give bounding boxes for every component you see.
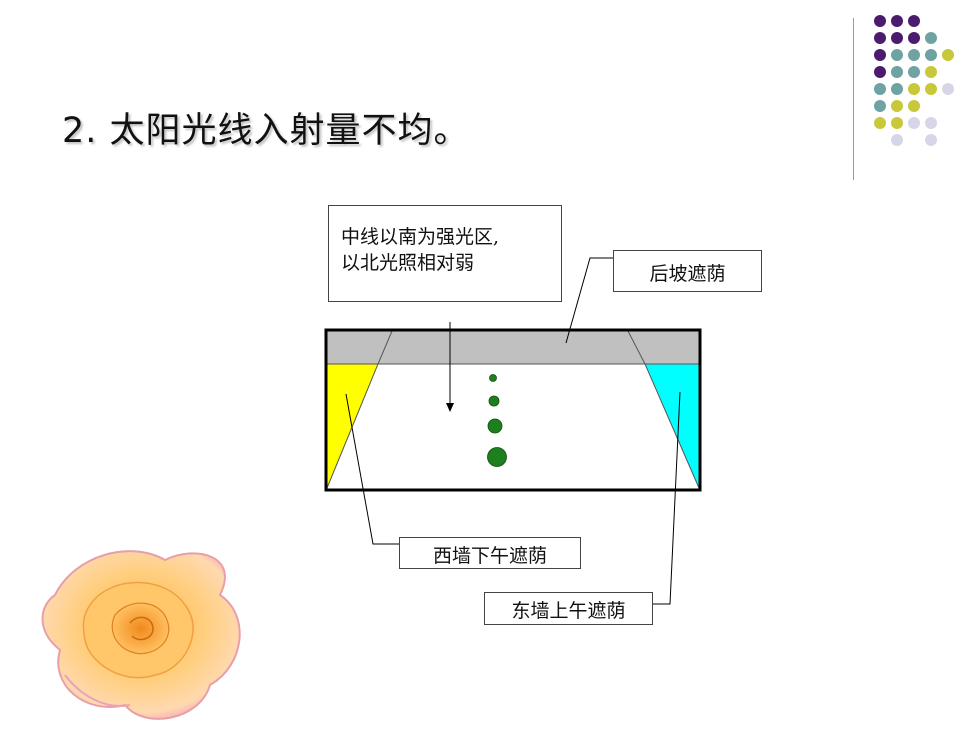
light-dot bbox=[487, 418, 503, 434]
rose-icon bbox=[41, 550, 241, 720]
note-line-1: 中线以南为强光区, bbox=[341, 226, 500, 248]
callout-east-wall bbox=[653, 391, 681, 605]
callout-back-slope bbox=[565, 257, 613, 344]
back-slope-band bbox=[327, 331, 699, 364]
label-back-slope: 后坡遮荫 bbox=[613, 250, 762, 292]
divider-line bbox=[853, 18, 854, 180]
decorative-dot-grid bbox=[874, 15, 954, 146]
light-dot bbox=[487, 447, 507, 467]
slide-title: 2. 太阳光线入射量不均。 bbox=[62, 111, 470, 151]
label-west-wall: 西墙下午遮荫 bbox=[399, 537, 581, 569]
callout-west-wall bbox=[345, 393, 399, 545]
light-dot bbox=[489, 374, 497, 382]
label-east-wall: 东墙上午遮荫 bbox=[484, 592, 653, 625]
light-dot bbox=[488, 395, 500, 407]
note-line-2: 以北光照相对弱 bbox=[341, 252, 475, 274]
note-box: 中线以南为强光区, 以北光照相对弱 bbox=[328, 205, 562, 302]
